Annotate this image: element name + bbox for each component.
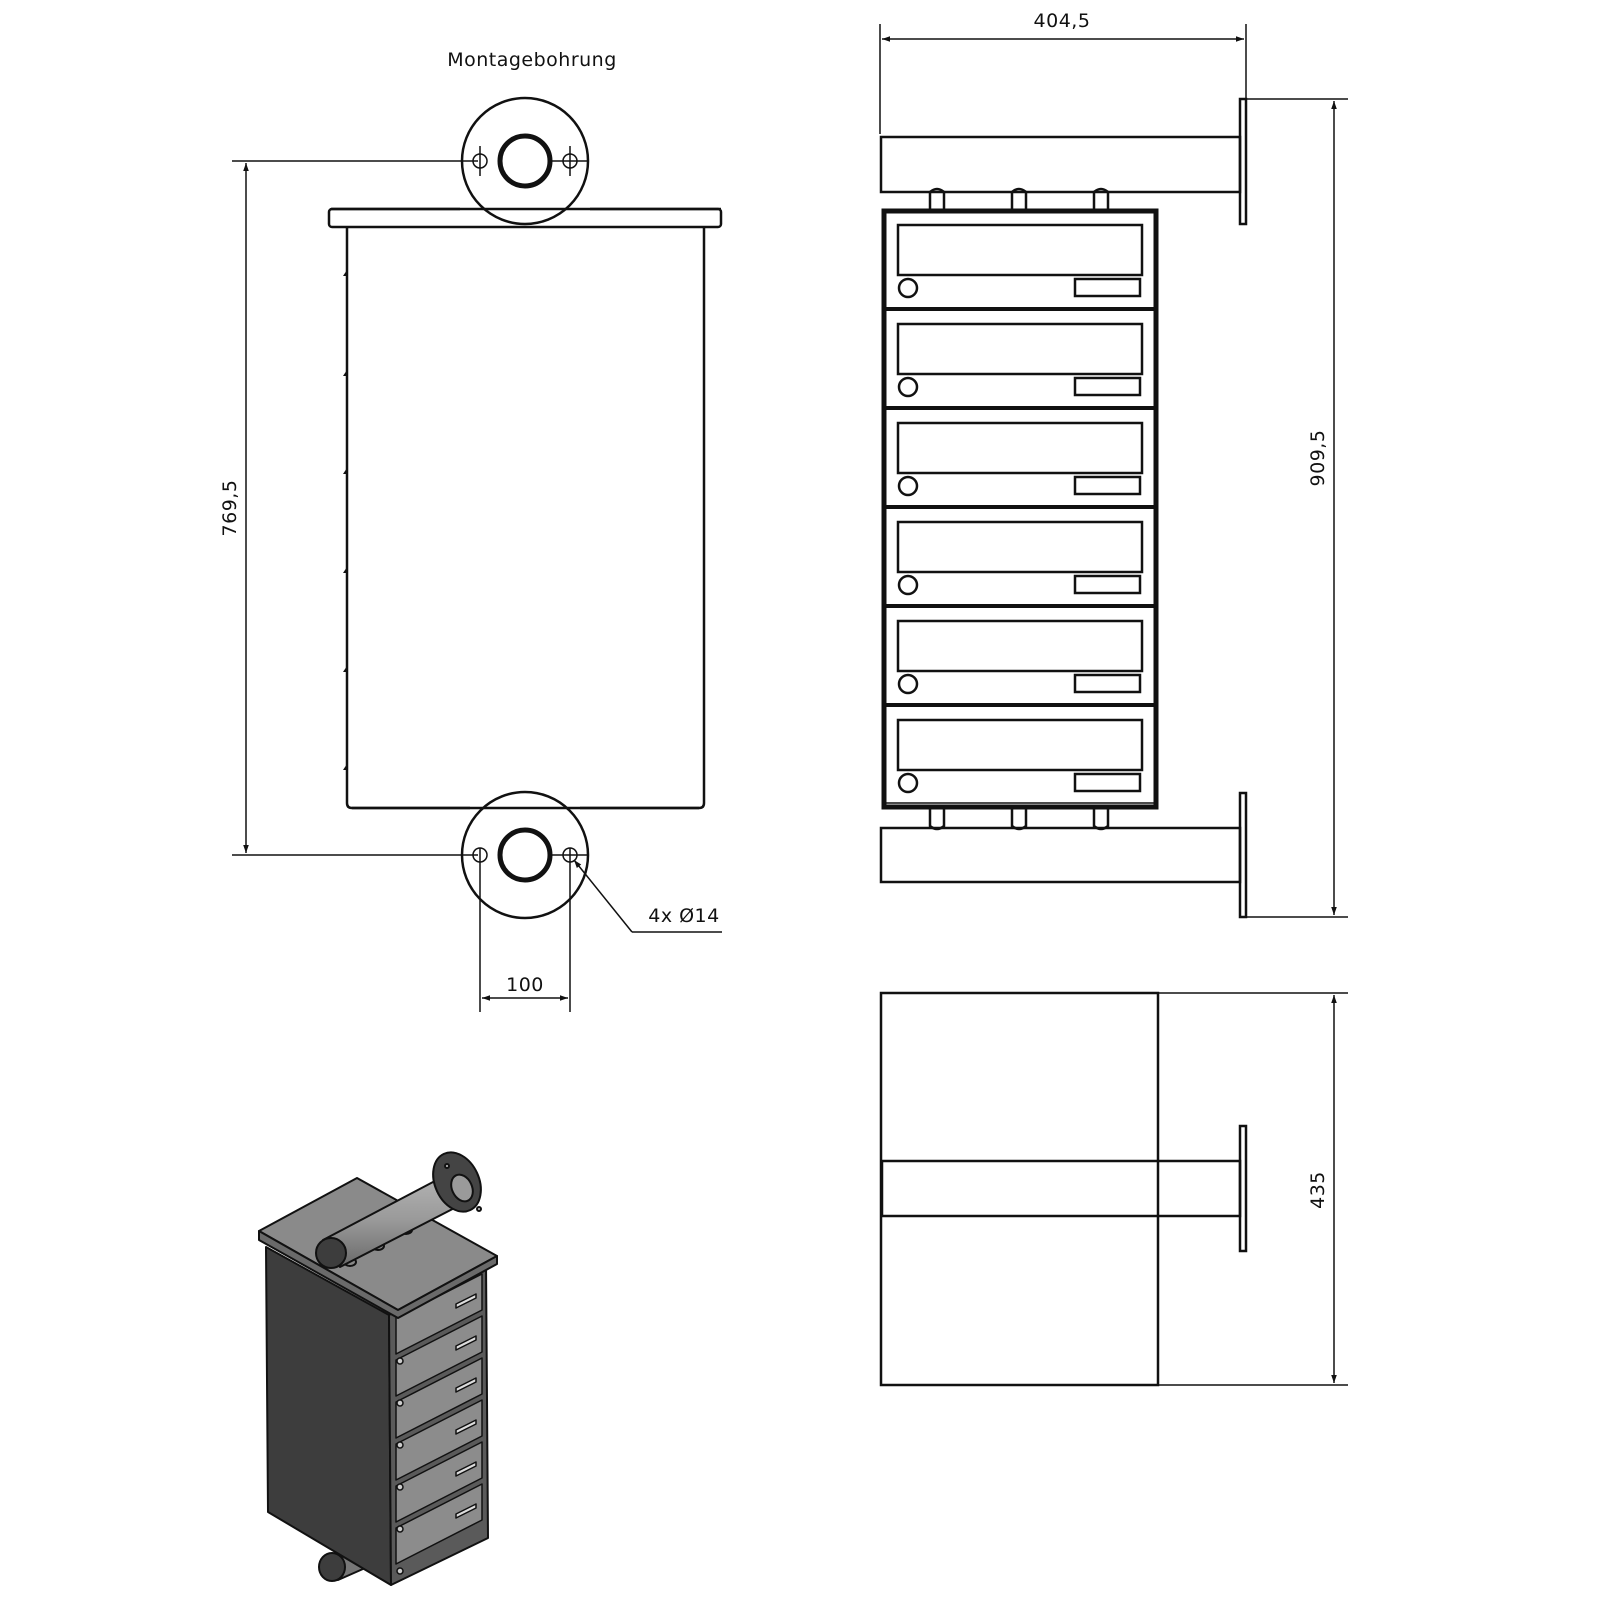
compartment-2 bbox=[886, 322, 1154, 410]
mail-slot-flap bbox=[896, 718, 1144, 772]
mail-slot-flap bbox=[896, 322, 1144, 376]
compartment-1 bbox=[886, 223, 1154, 311]
rear-view-title: Montagebohrung bbox=[447, 49, 617, 71]
lock-icon bbox=[897, 772, 919, 794]
height-dimension-label: 909,5 bbox=[1307, 430, 1329, 487]
compartment-4 bbox=[886, 520, 1154, 608]
hinge-marks bbox=[343, 270, 347, 770]
bottom-flange bbox=[460, 790, 590, 920]
top-mounting-tube bbox=[879, 135, 1242, 194]
width-dimension-label: 404,5 bbox=[1034, 10, 1091, 32]
top-wall-flange bbox=[1238, 97, 1248, 226]
name-plate bbox=[1073, 277, 1142, 298]
hole-callout-label: 4x Ø14 bbox=[648, 905, 720, 927]
hole-spacing-dimension: 100 bbox=[479, 848, 571, 1012]
lock-icon bbox=[897, 475, 919, 497]
iso-compartments bbox=[395, 1273, 483, 1575]
mail-slot-flap bbox=[896, 223, 1144, 277]
lock-icon bbox=[897, 376, 919, 398]
rear-view: Montagebohrung bbox=[219, 49, 723, 1012]
height-dimension-rear: 769,5 bbox=[219, 160, 478, 856]
name-plate bbox=[1073, 376, 1142, 397]
top-flange bbox=[460, 96, 590, 226]
compartment-5 bbox=[886, 619, 1154, 707]
top-studs bbox=[928, 187, 1110, 210]
bottom-studs bbox=[928, 808, 1110, 831]
isometric-view bbox=[258, 1151, 498, 1586]
hole-callout: 4x Ø14 bbox=[573, 859, 722, 933]
compartment-3 bbox=[886, 421, 1154, 509]
lock-icon bbox=[897, 277, 919, 299]
mail-slot-flap bbox=[896, 520, 1144, 574]
compartments bbox=[886, 223, 1154, 794]
compartment-6 bbox=[896, 718, 1144, 794]
mail-slot-flap bbox=[896, 421, 1144, 475]
mounting-tube-top bbox=[880, 1159, 1242, 1218]
hole-spacing-label: 100 bbox=[506, 974, 544, 996]
front-view: 404,5 bbox=[879, 10, 1348, 919]
housing-top-outline bbox=[879, 991, 1160, 1387]
width-dimension: 404,5 bbox=[879, 10, 1247, 134]
depth-dimension-label: 435 bbox=[1307, 1171, 1329, 1209]
mail-slot-flap bbox=[896, 619, 1144, 673]
lock-icon bbox=[897, 574, 919, 596]
name-plate bbox=[1073, 475, 1142, 496]
housing-body bbox=[345, 227, 706, 810]
top-view: 435 bbox=[879, 991, 1348, 1387]
name-plate bbox=[1073, 673, 1142, 694]
roof-plate bbox=[327, 207, 723, 229]
height-dimension-front: 909,5 bbox=[1246, 98, 1348, 918]
name-plate bbox=[1073, 772, 1142, 793]
height-dimension-label: 769,5 bbox=[219, 480, 241, 537]
iso-top-tube bbox=[315, 1151, 482, 1269]
name-plate bbox=[1073, 574, 1142, 595]
depth-dimension: 435 bbox=[1158, 992, 1348, 1386]
lock-icon bbox=[897, 673, 919, 695]
bottom-wall-flange bbox=[1238, 791, 1248, 919]
wall-flange-top bbox=[1238, 1124, 1248, 1253]
bottom-mounting-tube bbox=[879, 826, 1242, 884]
mailbox-housing bbox=[881, 208, 1159, 810]
